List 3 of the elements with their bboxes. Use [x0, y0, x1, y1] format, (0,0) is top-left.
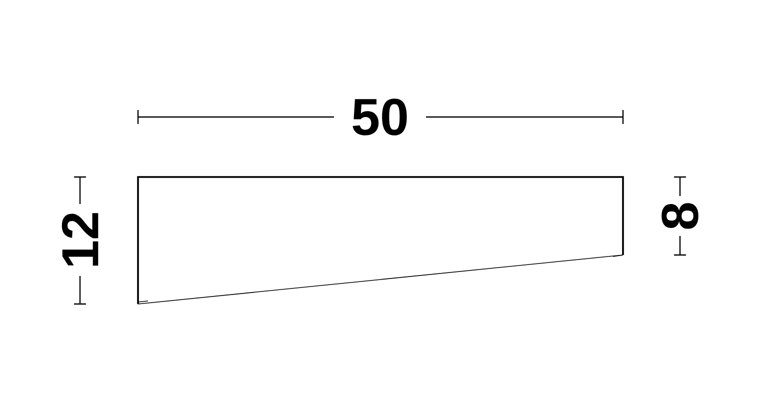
dimension-label: 8 — [662, 203, 698, 229]
dimension-label: 50 — [352, 98, 407, 136]
dimension-label: 12 — [62, 213, 98, 266]
